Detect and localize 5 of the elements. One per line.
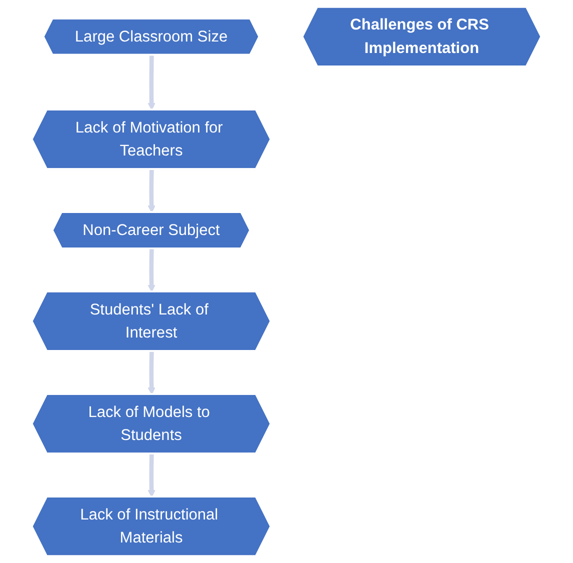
arrow — [148, 351, 156, 395]
arrow — [148, 169, 156, 213]
arrow — [148, 454, 156, 498]
arrow — [148, 248, 156, 292]
arrow — [148, 55, 156, 110]
